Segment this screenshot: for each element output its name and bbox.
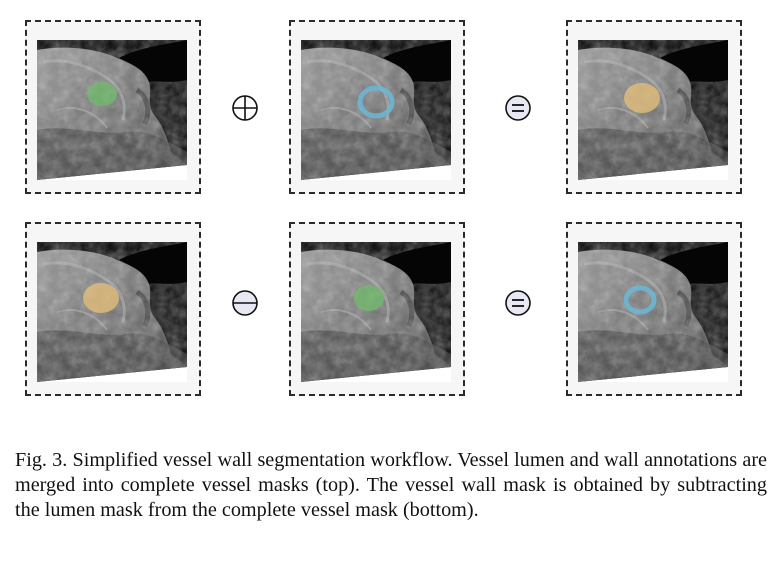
panel-wall-mask-top — [289, 20, 465, 194]
panel-vessel-mask-bottom — [25, 222, 201, 396]
equals-operator-icon — [504, 94, 532, 122]
panel-lumen-mask-bottom — [289, 222, 465, 396]
wall-mask-overlay — [623, 285, 657, 315]
vessel-mask-overlay — [83, 283, 119, 313]
lumen-mask-overlay — [354, 285, 384, 311]
mri-slice-lumen — [301, 242, 451, 382]
mri-slice-wall — [301, 40, 451, 180]
mri-slice-lumen — [37, 40, 187, 180]
equals-operator-icon — [504, 289, 532, 317]
mri-slice-vessel — [37, 242, 187, 382]
panel-wall-mask-bottom — [566, 222, 742, 396]
plus-operator-icon — [231, 94, 259, 122]
panel-vessel-mask-top — [566, 20, 742, 194]
wall-mask-overlay — [357, 85, 395, 119]
panel-lumen-mask-top — [25, 20, 201, 194]
minus-operator-icon — [231, 289, 259, 317]
figure — [25, 20, 742, 396]
figure-caption: Fig. 3. Simplified vessel wall segmentat… — [15, 449, 767, 521]
mri-slice-wall — [578, 242, 728, 382]
vessel-mask-overlay — [624, 83, 660, 113]
mri-slice-vessel — [578, 40, 728, 180]
lumen-mask-overlay — [87, 82, 117, 106]
